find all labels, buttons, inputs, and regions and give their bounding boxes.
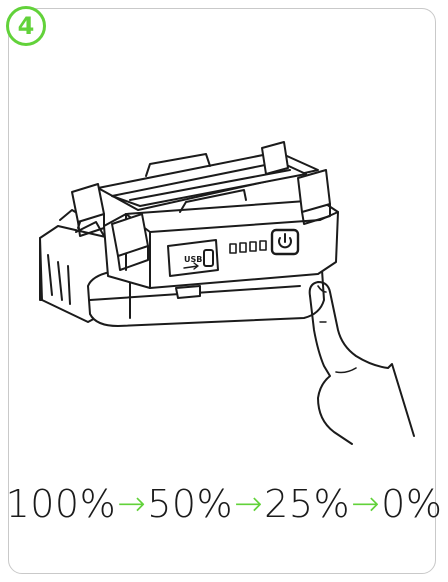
led-indicator-2 bbox=[240, 243, 246, 252]
usb-port bbox=[204, 250, 213, 266]
arrow-right-icon: → bbox=[351, 484, 380, 524]
led-indicator-1 bbox=[230, 244, 236, 253]
arrow-right-icon: → bbox=[234, 484, 263, 524]
battery-illustration: USB bbox=[0, 0, 448, 470]
pointing-hand-icon bbox=[310, 282, 414, 444]
level-50: 50% bbox=[147, 482, 233, 526]
usb-label: USB bbox=[184, 255, 202, 264]
led-indicator-3 bbox=[250, 242, 256, 251]
battery-level-sequence: 100% → 50% → 25% → 0% bbox=[20, 478, 428, 530]
level-25: 25% bbox=[264, 482, 350, 526]
arrow-right-icon: → bbox=[117, 484, 146, 524]
level-100: 100% bbox=[6, 482, 117, 526]
led-indicator-4 bbox=[260, 241, 266, 250]
level-0: 0% bbox=[381, 482, 442, 526]
